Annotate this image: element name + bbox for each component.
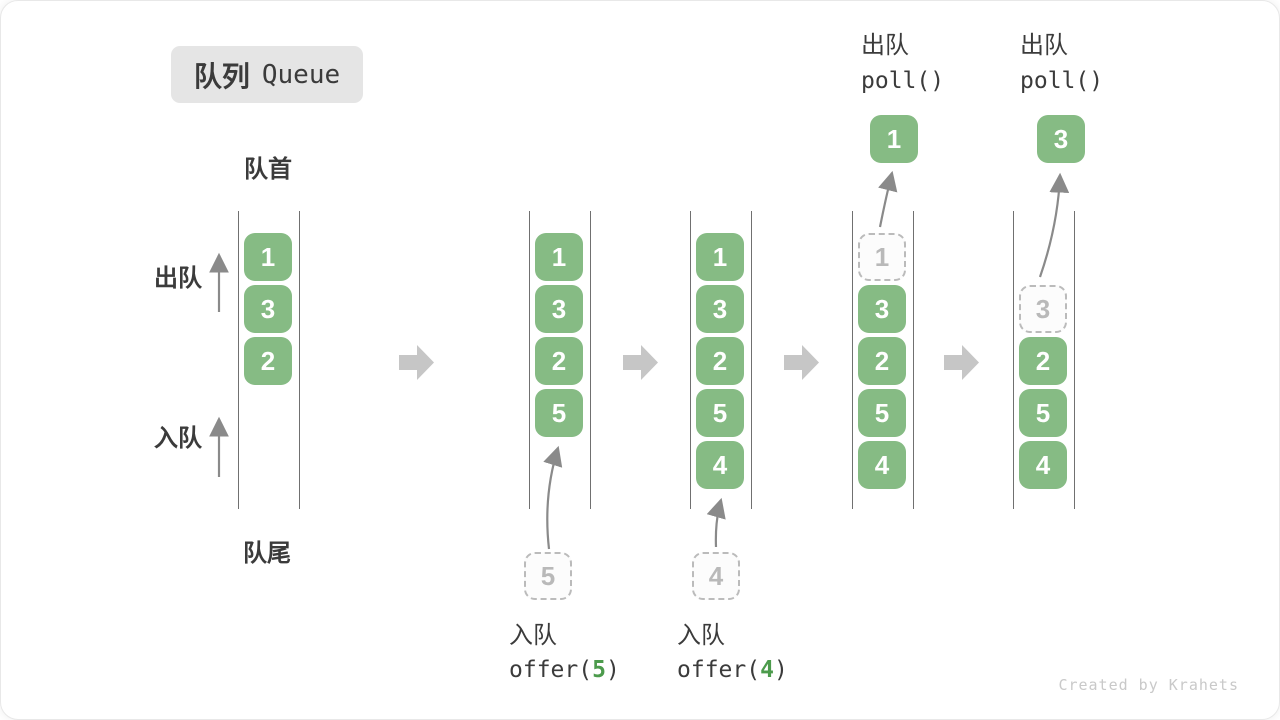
queue-cell: 4 xyxy=(1019,441,1067,489)
label-enqueue-op1: 入队 xyxy=(509,622,557,649)
queue-cell: 2 xyxy=(535,337,583,385)
step-arrow-4-icon xyxy=(944,345,979,380)
queue-cell: 3 xyxy=(244,285,292,333)
code-offer-4-post: ) xyxy=(773,657,788,683)
pending-cell-4: 4 xyxy=(692,552,740,600)
title-en: Queue xyxy=(261,59,341,90)
code-offer-4-pre: offer( xyxy=(677,657,761,683)
queue-cell: 4 xyxy=(858,441,906,489)
queue-cell: 4 xyxy=(696,441,744,489)
code-offer-5: offer(5) xyxy=(509,659,620,682)
popped-cell-1: 1 xyxy=(870,115,918,163)
code-poll-2: poll() xyxy=(1020,68,1104,94)
label-queue-front: 队首 xyxy=(244,156,292,183)
code-offer-5-arg: 5 xyxy=(592,657,606,683)
queue-cell: 5 xyxy=(858,389,906,437)
step-arrow-2-icon xyxy=(623,345,658,380)
queue-cell: 2 xyxy=(244,337,292,385)
queue-cell: 1 xyxy=(696,233,744,281)
queue-cell: 3 xyxy=(858,285,906,333)
pending-cell-5: 5 xyxy=(524,552,572,600)
label-enqueue-left: 入队 xyxy=(154,425,202,452)
queue-cell-dashed: 1 xyxy=(858,233,906,281)
diagram-title: 队列 Queue xyxy=(171,46,363,103)
watermark: Created by Krahets xyxy=(1058,676,1239,694)
label-queue-rear: 队尾 xyxy=(243,540,291,567)
step-arrow-1-icon xyxy=(399,345,434,380)
code-offer-5-pre: offer( xyxy=(509,657,593,683)
queue-cell: 2 xyxy=(858,337,906,385)
queue-cell: 1 xyxy=(535,233,583,281)
code-offer-5-post: ) xyxy=(605,657,620,683)
queue-cell: 3 xyxy=(696,285,744,333)
label-enqueue-op2: 入队 xyxy=(677,622,725,649)
popped-cell-3: 3 xyxy=(1037,115,1085,163)
title-zh: 队列 xyxy=(193,60,250,92)
queue-cell: 2 xyxy=(1019,337,1067,385)
label-dequeue-op2: 出队 xyxy=(1020,32,1068,59)
queue-cell: 3 xyxy=(535,285,583,333)
code-offer-4-arg: 4 xyxy=(760,657,774,683)
label-dequeue-left: 出队 xyxy=(154,265,202,292)
queue-cell: 5 xyxy=(1019,389,1067,437)
queue-cell-dashed: 3 xyxy=(1019,285,1067,333)
queue-cell: 2 xyxy=(696,337,744,385)
step-arrow-3-icon xyxy=(784,345,819,380)
code-offer-4: offer(4) xyxy=(677,659,788,682)
queue-cell: 5 xyxy=(535,389,583,437)
queue-cell: 5 xyxy=(696,389,744,437)
label-dequeue-op1: 出队 xyxy=(861,32,909,59)
code-poll-1: poll() xyxy=(861,68,945,94)
queue-cell: 1 xyxy=(244,233,292,281)
